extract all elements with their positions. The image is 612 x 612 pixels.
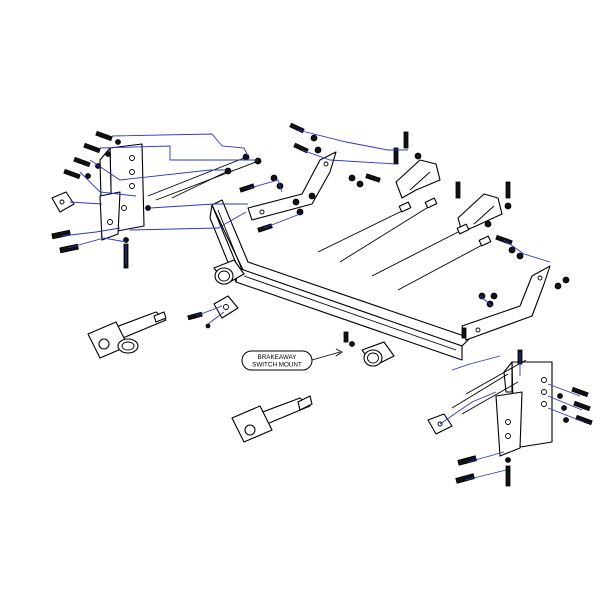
receiver-tube-center bbox=[361, 341, 395, 367]
left-side-bracket bbox=[99, 143, 145, 241]
bolt-group-right-arm bbox=[461, 234, 570, 339]
hitch-pin-clip-lower bbox=[231, 395, 313, 443]
bolt-group-left bbox=[51, 130, 151, 269]
left-center-bracket bbox=[395, 159, 441, 199]
hitch-crossbar bbox=[209, 199, 471, 361]
tie-rod-set-right bbox=[451, 359, 527, 415]
brakeaway-callout: BRAKEAWAY SWITCH MOUNT bbox=[241, 348, 343, 371]
callout-label-box bbox=[241, 350, 313, 371]
brakeaway-switch-mount-plate bbox=[187, 295, 355, 347]
right-side-bracket bbox=[495, 361, 553, 457]
tie-rod-set-left bbox=[147, 153, 262, 201]
right-mounting-arm bbox=[461, 265, 551, 341]
tie-rod-set-center bbox=[317, 197, 492, 291]
left-spacer-plate bbox=[51, 191, 75, 213]
left-mounting-arm bbox=[247, 151, 337, 221]
hitch-pin-clip-upper bbox=[87, 311, 167, 359]
callout-line-1: BRAKEAWAY bbox=[258, 354, 298, 361]
bolt-group-top-center bbox=[289, 122, 512, 228]
callout-line-2: SWITCH MOUNT bbox=[252, 362, 302, 369]
receiver-tube-left bbox=[213, 259, 245, 285]
assembly-leader-lines bbox=[61, 129, 585, 481]
